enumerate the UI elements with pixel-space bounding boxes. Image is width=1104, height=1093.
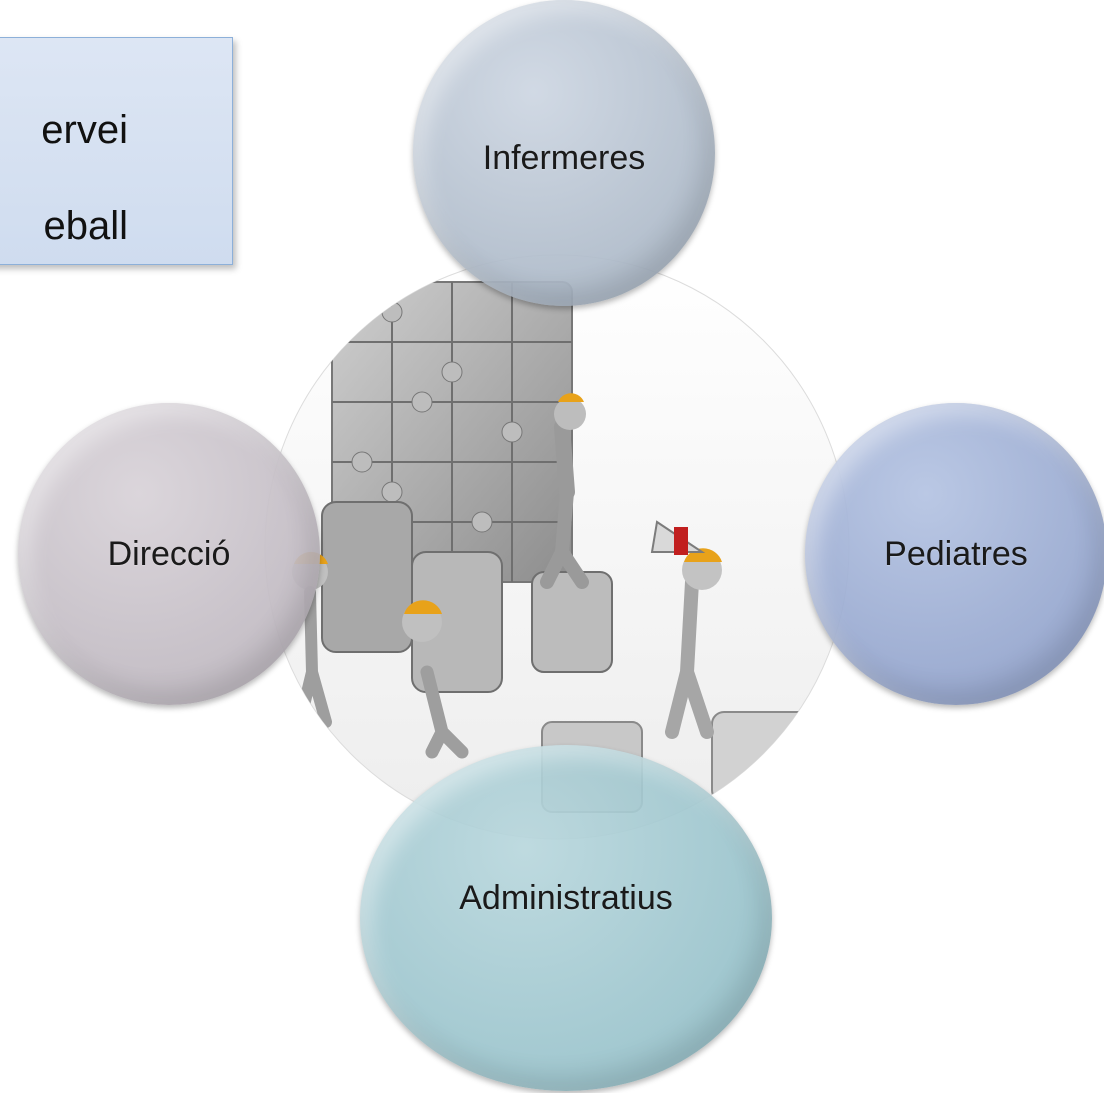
text-box-line-2: eball	[43, 204, 128, 248]
bubble-label-infermeres: Infermeres	[482, 138, 646, 177]
central-illustration	[264, 254, 850, 840]
bubble-label-administratius: Administratius	[459, 878, 673, 917]
bubble-pediatres: Pediatres	[805, 403, 1104, 705]
bubble-administratius: Administratius	[360, 745, 772, 1091]
bubble-label-pediatres: Pediatres	[884, 534, 1028, 573]
bubble-direccio: Direcció	[18, 403, 320, 705]
bubble-label-direccio: Direcció	[107, 534, 231, 573]
worker-lifting-icon	[540, 393, 589, 589]
worker-megaphone-icon	[650, 520, 722, 739]
worker-pushing-icon	[402, 600, 469, 759]
text-box: ervei eball	[0, 37, 233, 265]
bubble-infermeres: Infermeres	[413, 0, 715, 306]
text-box-line-1: ervei	[41, 108, 128, 152]
